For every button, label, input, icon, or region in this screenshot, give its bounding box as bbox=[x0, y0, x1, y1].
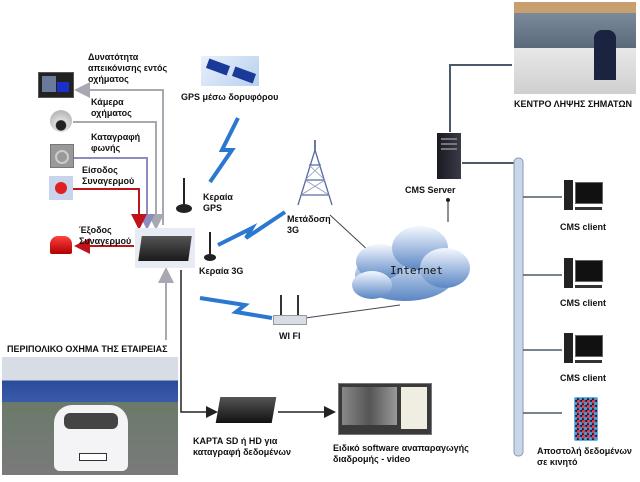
cell-tower-icon bbox=[297, 140, 333, 206]
internet-label: Internet bbox=[390, 264, 443, 277]
server-icon bbox=[437, 133, 461, 179]
wifi-router-icon bbox=[273, 295, 307, 327]
tower-cloud-line bbox=[329, 214, 371, 253]
gps-bolt bbox=[208, 117, 240, 184]
alarm-in-wire bbox=[73, 188, 147, 230]
wifi-bolt bbox=[199, 296, 273, 320]
siren-icon bbox=[50, 236, 72, 254]
patrol-vehicle-label: ΠΕΡΙΠΟΛΙΚΟ ΟΧΗΜΑ ΤΗΣ ΕΤΑΙΡΕΙΑΣ bbox=[7, 344, 168, 354]
control-center-photo bbox=[514, 2, 636, 94]
network-bus bbox=[513, 157, 524, 457]
cms-client-label: CMS client bbox=[560, 222, 607, 232]
wifi-label: WI FI bbox=[279, 331, 301, 341]
camera-wire bbox=[73, 121, 164, 230]
cms-client-label: CMS client bbox=[560, 298, 607, 308]
3g-antenna-label: Κεραία 3G bbox=[199, 266, 244, 276]
control-center-label: ΚΕΝΤΡΟ ΛΗΨΗΣ ΣΗΜΑΤΩΝ bbox=[514, 99, 633, 109]
patrol-vehicle-photo bbox=[2, 357, 178, 475]
gps-satellite-label: GPS μέσω δορυφόρου bbox=[181, 92, 279, 102]
monitor-icon bbox=[38, 72, 74, 98]
mobile-phone-icon bbox=[574, 397, 598, 441]
cms-client-icon bbox=[564, 333, 603, 365]
camera-icon bbox=[50, 110, 72, 132]
dvr-device-icon bbox=[135, 228, 195, 268]
internet-cloud-icon bbox=[352, 226, 470, 301]
gps-antenna-icon bbox=[176, 178, 192, 214]
display-wire bbox=[74, 82, 164, 225]
software-screenshot bbox=[338, 383, 432, 435]
satellite-icon bbox=[201, 56, 259, 86]
storage-wire bbox=[180, 270, 218, 418]
3g-antenna-icon bbox=[204, 232, 216, 262]
3g-bolt bbox=[217, 210, 287, 247]
wifi-cloud-line bbox=[304, 304, 401, 319]
storage-device-icon bbox=[215, 397, 277, 423]
audio-wire bbox=[73, 157, 155, 230]
cms-client-label: CMS client bbox=[560, 373, 607, 383]
cms-client-icon bbox=[564, 180, 603, 212]
alarm-button-icon bbox=[49, 176, 73, 200]
cms-client-icon bbox=[564, 258, 603, 290]
microphone-icon bbox=[50, 144, 74, 168]
server-center-line bbox=[449, 64, 512, 132]
cms-server-label: CMS Server bbox=[405, 185, 456, 195]
